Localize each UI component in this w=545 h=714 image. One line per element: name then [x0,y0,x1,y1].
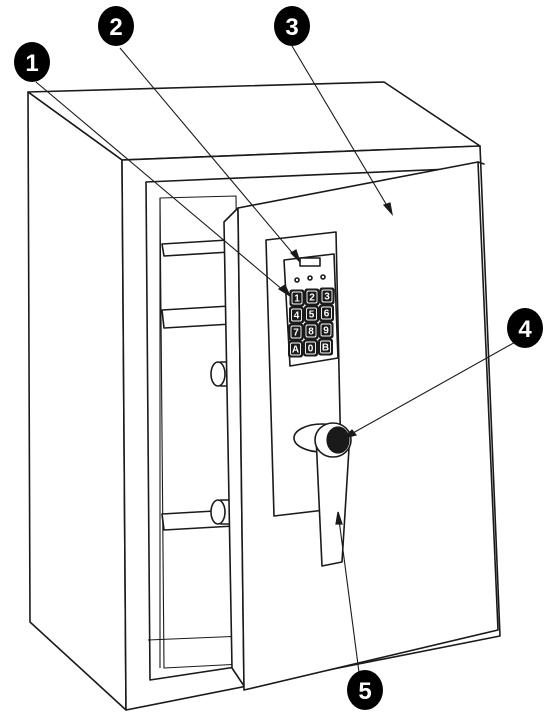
callout-3-label: 3 [285,14,298,41]
safe-left-side [28,92,126,710]
callout-1: 1 [14,42,50,82]
keypad-display [300,258,320,266]
keypad-key-label: 5 [309,310,315,321]
callout-5-label: 5 [358,678,371,705]
callout-5: 5 [347,670,383,710]
safe-door [224,162,498,690]
keypad-key-label: A [292,345,299,356]
keypad-key-3: 3 [320,288,334,304]
callout-1-label: 1 [25,50,38,77]
keypad-key-label: 0 [308,344,314,355]
keypad-key-0: 0 [304,340,318,356]
keypad-key-2: 2 [305,289,319,305]
keypad-key-label: 3 [324,292,330,303]
keypad-key-b: B [319,339,333,355]
callout-3: 3 [274,6,310,46]
keypad-key-9: 9 [319,322,333,338]
keypad-key-label: B [322,343,329,354]
handle-knob-cap [327,427,349,453]
callout-4-label: 4 [518,316,532,343]
indicator-led-left [295,278,299,282]
middle-shelf [162,306,232,328]
keypad-key-label: 1 [294,294,300,305]
keypad-key-label: 2 [309,293,315,304]
keypad-key-7: 7 [289,324,303,340]
indicator-led-right [321,275,325,279]
keypad-key-label: 7 [293,328,299,339]
callout-2: 2 [98,6,134,46]
callout-4: 4 [507,308,543,348]
keypad-key-1: 1 [290,290,304,306]
keypad-key-label: 6 [324,309,330,320]
keypad-key-label: 8 [308,327,314,338]
indicator-led-middle [308,276,312,280]
keypad-key-label: 9 [323,326,329,337]
callout-2-label: 2 [109,14,122,41]
keypad-key-5: 5 [305,306,319,322]
keypad-key-label: 4 [294,311,300,322]
keypad-key-4: 4 [290,307,304,323]
keypad-key-6: 6 [320,305,334,321]
keypad-key-8: 8 [304,323,318,339]
keypad-key-a: A [289,341,303,357]
